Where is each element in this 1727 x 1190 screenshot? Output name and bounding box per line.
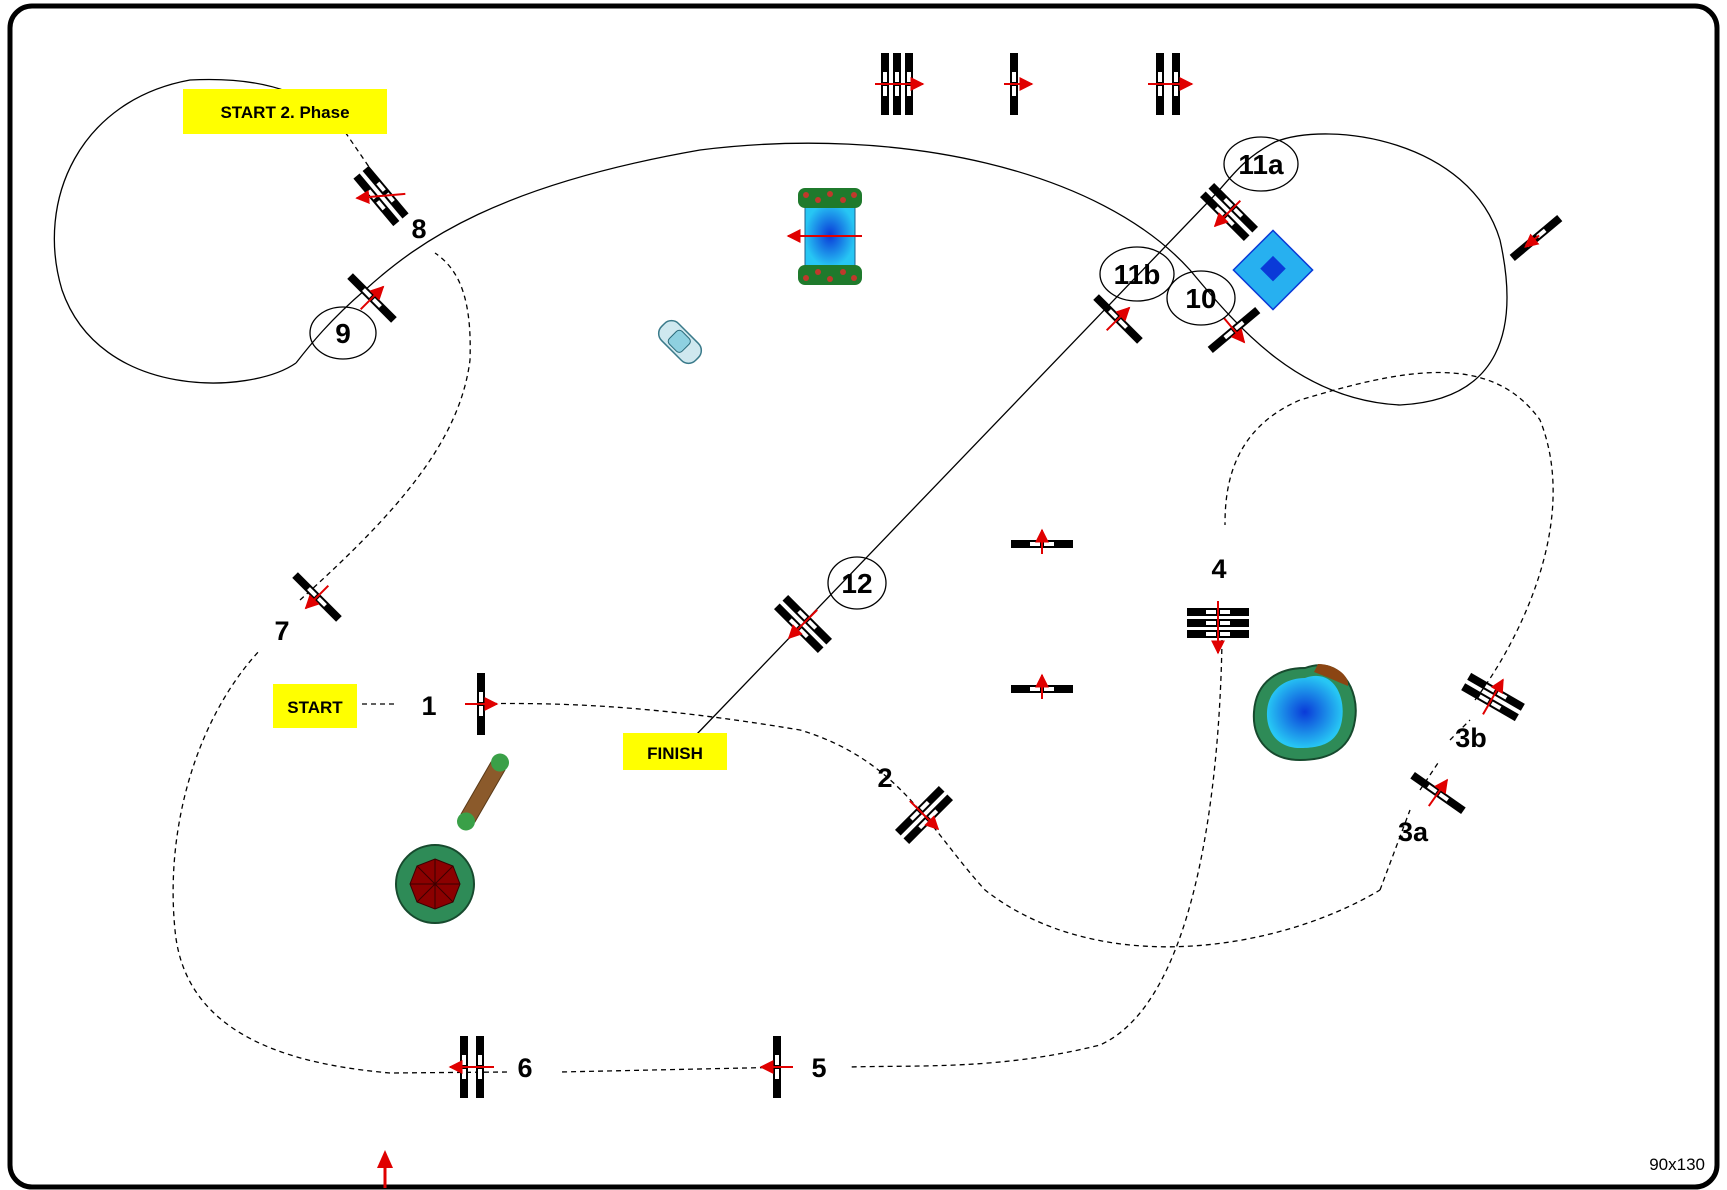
obstacle-label-8: 8 — [411, 214, 426, 244]
obstacle-label-6: 6 — [517, 1053, 532, 1083]
start2-label: START 2. Phase — [183, 89, 387, 134]
spare-fence-triple — [875, 53, 925, 115]
obstacle-9 — [347, 273, 397, 323]
obstacle-label-3b: 3b — [1455, 723, 1487, 753]
pond-decoration — [1252, 664, 1357, 762]
obstacle-1 — [465, 673, 499, 735]
obstacle-8 — [353, 165, 409, 227]
spare-fence-double — [1148, 53, 1194, 115]
obstacle-5 — [759, 1036, 793, 1098]
svg-text:11b: 11b — [1114, 259, 1161, 290]
obstacle-label-5: 5 — [811, 1053, 826, 1083]
obstacle-11b — [1093, 294, 1143, 344]
obstacle-11a — [1200, 183, 1258, 241]
obstacle-3b — [1461, 672, 1525, 722]
obstacle-7 — [292, 572, 342, 622]
svg-text:9: 9 — [335, 318, 351, 349]
obstacle-label-4: 4 — [1211, 554, 1226, 584]
obstacle-label-9: 9 — [309, 306, 377, 360]
water-jump — [786, 188, 862, 285]
svg-text:START 2. Phase: START 2. Phase — [220, 103, 349, 122]
obstacle-label-10: 10 — [1166, 270, 1236, 326]
svg-text:FINISH: FINISH — [647, 744, 703, 763]
track-phase-2 — [53, 78, 1508, 736]
svg-text:10: 10 — [1185, 283, 1216, 314]
obstacle-label-11a: 11a — [1223, 136, 1299, 192]
obstacle-6 — [448, 1036, 494, 1098]
umbrella-decoration — [395, 844, 475, 924]
obstacle-label-1: 1 — [421, 691, 436, 721]
start-label: START — [273, 684, 357, 728]
obstacle-10 — [1207, 307, 1261, 353]
finish-label: FINISH — [623, 733, 727, 770]
svg-text:12: 12 — [841, 568, 872, 599]
svg-text:11a: 11a — [1238, 149, 1284, 180]
obstacle-label-7: 7 — [274, 616, 289, 646]
spare-fence-mid-lower — [1011, 673, 1073, 699]
arena-dimensions: 90x130 — [1649, 1155, 1705, 1174]
obstacle-label-3a: 3a — [1398, 817, 1429, 847]
obstacle-4 — [1187, 601, 1249, 655]
svg-text:START: START — [287, 698, 343, 717]
obstacle-label-11b: 11b — [1099, 246, 1175, 302]
spare-fence-right — [1509, 215, 1563, 261]
obstacle-2 — [895, 786, 953, 844]
entrance-arrow-icon — [377, 1150, 393, 1188]
obstacle-label-12: 12 — [827, 556, 887, 610]
log-decoration — [457, 753, 509, 831]
obstacle-label-2: 2 — [877, 763, 892, 793]
obstacle-3a — [1410, 771, 1466, 815]
spare-fence-single — [1004, 53, 1034, 115]
blue-decoration — [1232, 229, 1314, 311]
obstacle-12 — [774, 595, 832, 653]
spare-fence-mid-upper — [1011, 528, 1073, 554]
car-icon — [657, 319, 703, 365]
